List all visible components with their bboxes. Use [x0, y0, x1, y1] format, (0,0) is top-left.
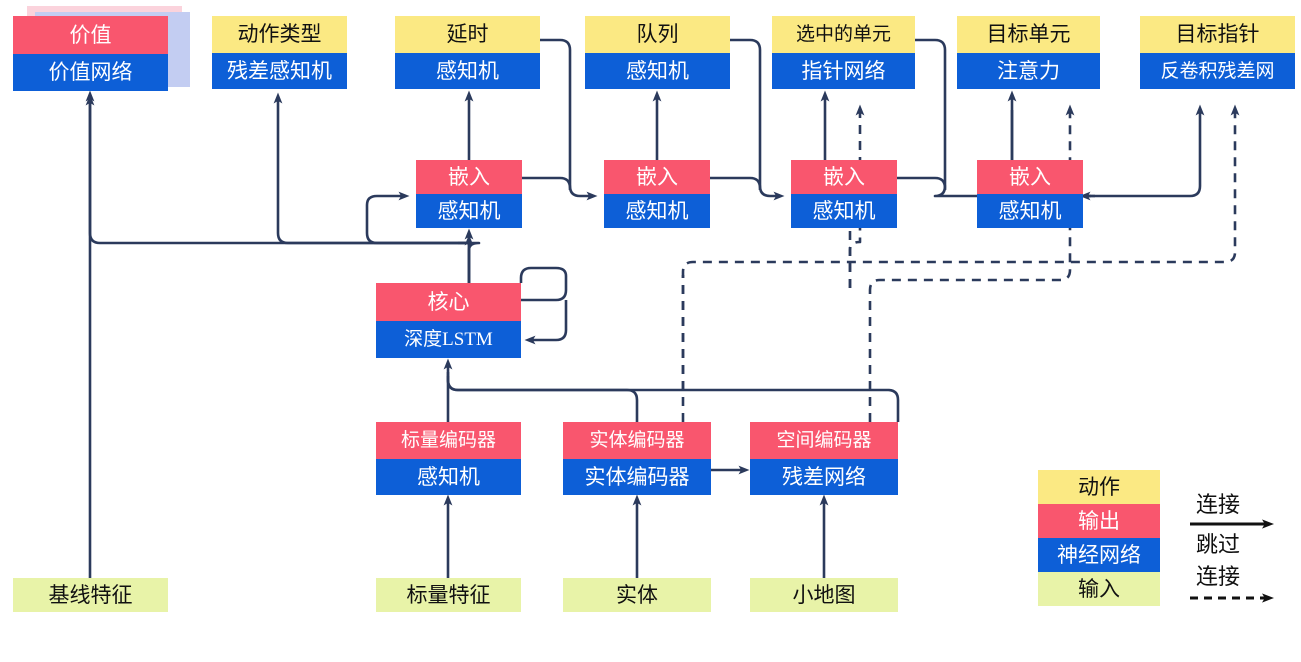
node-selected-top: 选中的单元: [772, 16, 915, 53]
node-core-bottom: 深度LSTM: [376, 321, 521, 358]
node-core: 核心深度LSTM: [376, 283, 521, 358]
node-embed1-top: 嵌入: [416, 160, 522, 194]
node-delay-top: 延时: [395, 16, 540, 53]
node-value-bottom: 价值网络: [13, 54, 168, 91]
node-minimap-label: 小地图: [750, 578, 898, 612]
node-entities-label: 实体: [563, 578, 711, 612]
node-scalar_enc-bottom: 感知机: [376, 459, 521, 495]
node-scalar_feat-label: 标量特征: [376, 578, 521, 612]
legend-connection-label: 连接: [1196, 492, 1241, 517]
legend-swatch-network: 神经网络: [1038, 538, 1160, 572]
node-embed1: 嵌入感知机: [416, 160, 522, 228]
node-entities: 实体: [563, 578, 711, 612]
node-target_point: 目标指针反卷积残差网: [1140, 16, 1295, 89]
node-target_point-top: 目标指针: [1140, 16, 1295, 53]
node-embed2: 嵌入感知机: [604, 160, 710, 228]
node-embed3-bottom: 感知机: [791, 194, 897, 228]
node-delay-bottom: 感知机: [395, 53, 540, 89]
node-minimap: 小地图: [750, 578, 898, 612]
node-scalar_enc: 标量编码器感知机: [376, 422, 521, 495]
node-spatial_enc-bottom: 残差网络: [750, 459, 898, 495]
node-embed3: 嵌入感知机: [791, 160, 897, 228]
node-target_unit-bottom: 注意力: [957, 53, 1100, 89]
node-target_unit: 目标单元注意力: [957, 16, 1100, 89]
node-entity_enc-top: 实体编码器: [563, 422, 711, 459]
legend-swatch-output: 输出: [1038, 504, 1160, 538]
node-queue: 队列感知机: [585, 16, 730, 89]
legend-swatch-input: 输入: [1038, 572, 1160, 606]
node-scalar_enc-top: 标量编码器: [376, 422, 521, 459]
node-action_type-top: 动作类型: [212, 16, 347, 53]
node-entity_enc-bottom: 实体编码器: [563, 459, 711, 495]
node-queue-top: 队列: [585, 16, 730, 53]
node-target_point-bottom: 反卷积残差网: [1140, 53, 1295, 89]
node-core-top: 核心: [376, 283, 521, 321]
node-embed4-bottom: 感知机: [977, 194, 1083, 228]
node-embed1-bottom: 感知机: [416, 194, 522, 228]
node-baseline_feat-label: 基线特征: [13, 578, 168, 612]
node-embed4: 嵌入感知机: [977, 160, 1083, 228]
node-selected: 选中的单元指针网络: [772, 16, 915, 89]
node-value-top: 价值: [13, 16, 168, 54]
node-embed2-bottom: 感知机: [604, 194, 710, 228]
legend-skip-label-line1: 跳过: [1196, 532, 1241, 557]
node-scalar_feat: 标量特征: [376, 578, 521, 612]
node-selected-bottom: 指针网络: [772, 53, 915, 89]
legend-skip-label-line2: 连接: [1196, 564, 1241, 589]
node-action_type-bottom: 残差感知机: [212, 53, 347, 89]
node-value: 价值价值网络: [13, 16, 168, 91]
node-spatial_enc-top: 空间编码器: [750, 422, 898, 459]
node-action_type: 动作类型残差感知机: [212, 16, 347, 89]
node-embed2-top: 嵌入: [604, 160, 710, 194]
node-embed3-top: 嵌入: [791, 160, 897, 194]
node-entity_enc: 实体编码器实体编码器: [563, 422, 711, 495]
node-delay: 延时感知机: [395, 16, 540, 89]
legend: 动作输出神经网络输入: [1038, 470, 1160, 606]
node-embed4-top: 嵌入: [977, 160, 1083, 194]
node-baseline_feat: 基线特征: [13, 578, 168, 612]
node-queue-bottom: 感知机: [585, 53, 730, 89]
legend-swatch-action: 动作: [1038, 470, 1160, 504]
node-spatial_enc: 空间编码器残差网络: [750, 422, 898, 495]
node-target_unit-top: 目标单元: [957, 16, 1100, 53]
